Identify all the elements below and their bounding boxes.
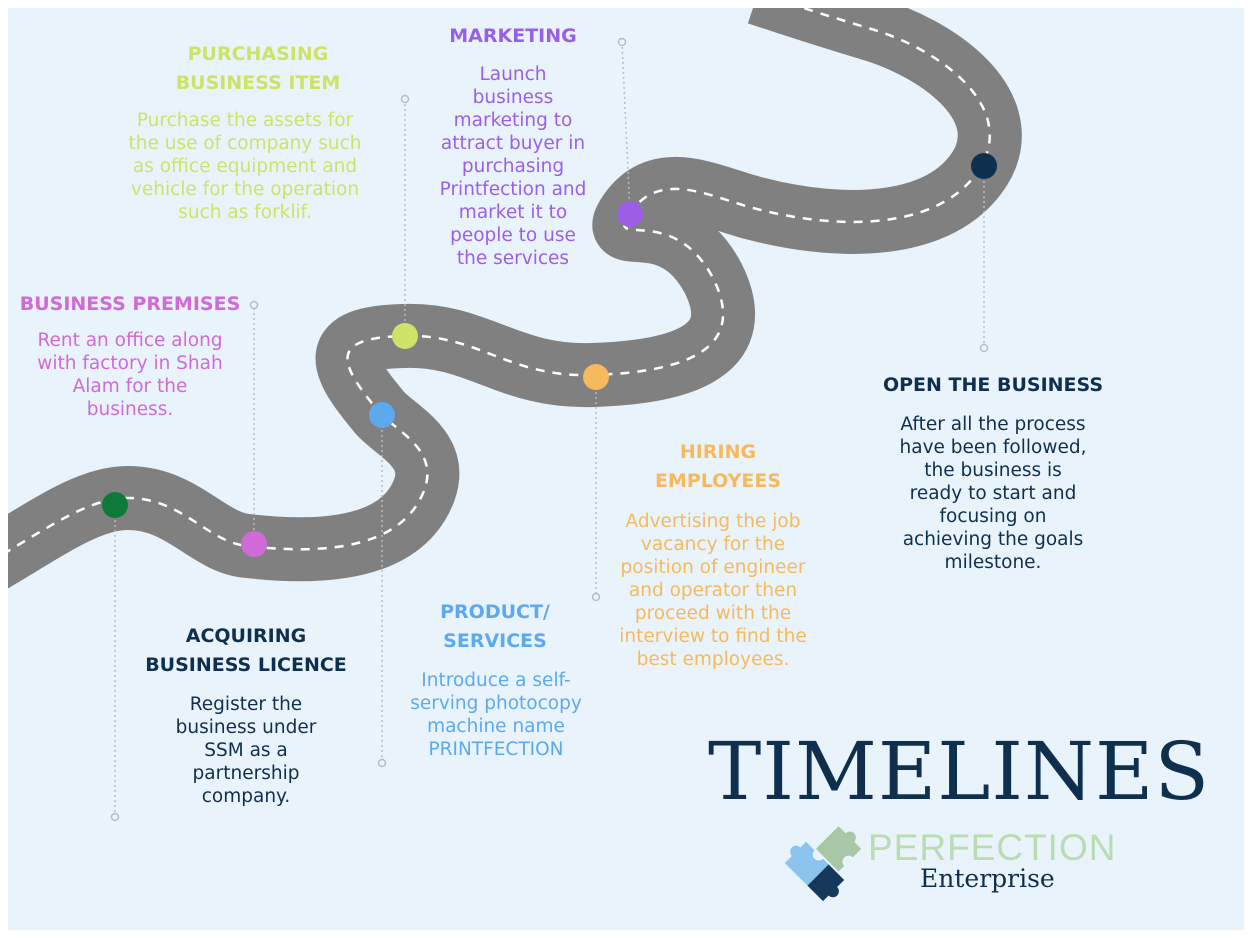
- road-diagram: [8, 8, 1022, 822]
- leader-end-hiring: [591, 592, 601, 602]
- milestone-dot-product: [369, 402, 395, 428]
- milestone-title-hiring: HIRING EMPLOYEES: [654, 441, 782, 492]
- milestone-title-purchasing: PURCHASING BUSINESS ITEM: [175, 43, 341, 94]
- milestone-title-marketing: MARKETING: [449, 25, 577, 47]
- milestone-desc-premises: Rent an office along with factory in Sha…: [37, 330, 223, 420]
- leader-end-marketing: [617, 37, 627, 47]
- milestone-dot-premises: [241, 531, 267, 557]
- milestone-title-acquiring: ACQUIRING BUSINESS LICENCE: [145, 625, 347, 676]
- page-title: TIMELINES: [708, 725, 1211, 818]
- leader-end-purchasing: [400, 94, 410, 104]
- milestone-dot-open: [971, 153, 997, 179]
- brand-subtitle: Enterprise: [920, 864, 1055, 893]
- milestone-dot-hiring: [583, 364, 609, 390]
- milestone-desc-purchasing: Purchase the assets for the use of compa…: [128, 110, 362, 223]
- milestone-desc-marketing: Launch business marketing to attract buy…: [439, 64, 587, 269]
- leader-end-acquiring: [110, 812, 120, 822]
- leader-marketing: [621, 41, 631, 215]
- milestone-title-product: PRODUCT/ SERVICES: [440, 601, 550, 652]
- milestone-desc-hiring: Advertising the job vacancy for the posi…: [619, 511, 807, 670]
- leader-end-product: [377, 758, 387, 768]
- milestone-title-open: OPEN THE BUSINESS: [882, 374, 1104, 396]
- milestone-dot-acquiring: [102, 492, 128, 518]
- milestone-dot-purchasing: [392, 323, 418, 349]
- leader-end-open: [979, 343, 989, 353]
- puzzle-logo-icon: [784, 826, 862, 902]
- leader-end-premises: [249, 300, 259, 310]
- milestone-desc-product: Introduce a self- serving photocopy mach…: [410, 670, 582, 760]
- milestone-title-premises: BUSINESS PREMISES: [19, 293, 241, 315]
- milestone-desc-acquiring: Register the business under SSM as a par…: [175, 694, 317, 807]
- timeline-canvas: ACQUIRING BUSINESS LICENCE Register the …: [8, 8, 1244, 930]
- brand-name: PERFECTION: [868, 827, 1117, 868]
- milestone-dot-marketing: [617, 201, 643, 227]
- milestone-desc-open: After all the process have been followed…: [899, 414, 1087, 573]
